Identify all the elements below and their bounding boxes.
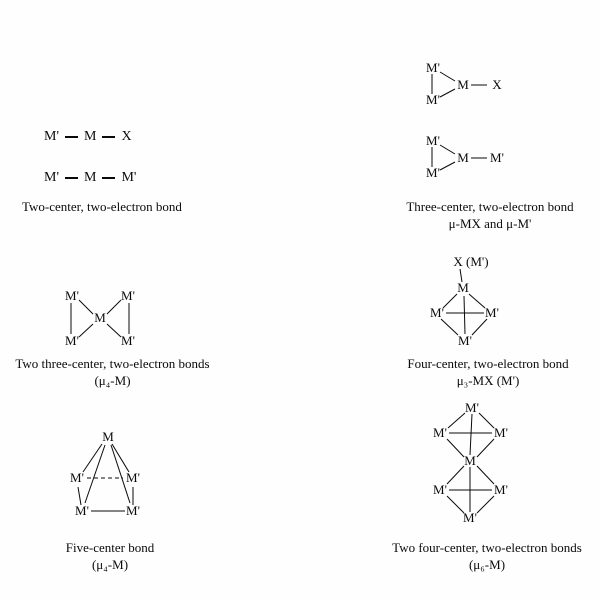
caption-line: μ₃-MX (M') bbox=[456, 373, 520, 388]
bond-line bbox=[102, 177, 116, 179]
two-three-center-caption: Two three-center, two-electron bonds (μ₄… bbox=[0, 355, 225, 389]
two-center-caption: Two-center, two-electron bond bbox=[22, 199, 182, 214]
atom-label: M bbox=[83, 129, 97, 144]
caption-line: Four-center, two-electron bond bbox=[407, 356, 569, 371]
two-four-center-caption: Two four-center, two-electron bonds (μ₆-… bbox=[369, 539, 600, 573]
bond-lines bbox=[77, 443, 134, 512]
atom-label: M' bbox=[70, 470, 84, 485]
atom-label: M' bbox=[463, 510, 477, 525]
atom-label: M' bbox=[426, 92, 440, 107]
caption-line: (μ₆-M) bbox=[468, 557, 506, 572]
structure-linear-mm: M' M M' bbox=[44, 168, 136, 188]
two-three-center-diagram: M' M' M M' M' bbox=[65, 288, 135, 348]
atom-label: M' bbox=[65, 333, 79, 348]
caption-line: Three-center, two-electron bond bbox=[406, 199, 574, 214]
caption-line: (μ₄-M) bbox=[91, 557, 129, 572]
atom-label: M' bbox=[121, 170, 137, 185]
atom-label: M' bbox=[433, 482, 447, 497]
atom-label: M' bbox=[126, 470, 140, 485]
atom-label: M' bbox=[426, 165, 440, 180]
atom-label: M' bbox=[44, 129, 59, 144]
atom-label: M' bbox=[490, 150, 504, 165]
bond-line bbox=[102, 136, 116, 138]
five-center-diagram: M M' M' M' M' bbox=[70, 429, 140, 518]
bond-lines bbox=[70, 299, 130, 338]
caption-line: μ-MX and μ-M' bbox=[448, 216, 532, 231]
atom-label: M bbox=[457, 77, 469, 92]
atom-label: M' bbox=[458, 333, 472, 348]
four-center-diagram: X (M') M M' M' M' bbox=[430, 254, 499, 348]
three-center-mm-diagram: M' M' M M' bbox=[426, 133, 504, 180]
atom-label: M bbox=[83, 170, 97, 185]
atom-label: M' bbox=[494, 425, 508, 440]
two-center-structures: M' M X M' M M' bbox=[44, 127, 136, 188]
five-center-caption: Five-center bond (μ₄-M) bbox=[30, 539, 190, 573]
atom-label: M bbox=[94, 310, 106, 325]
bond-lines bbox=[431, 71, 487, 98]
structure-linear-mx: M' M X bbox=[44, 127, 136, 147]
atom-label: M' bbox=[433, 425, 447, 440]
caption-line: Two four-center, two-electron bonds bbox=[392, 540, 582, 555]
caption-line: Five-center bond bbox=[65, 540, 155, 555]
atom-label: M bbox=[457, 150, 469, 165]
atom-label: M bbox=[464, 453, 476, 468]
three-center-caption: Three-center, two-electron bond μ-MX and… bbox=[380, 198, 600, 232]
atom-label: M' bbox=[426, 133, 440, 148]
four-center-caption: Four-center, two-electron bond μ₃-MX (M'… bbox=[377, 355, 599, 389]
atom-label: M' bbox=[426, 60, 440, 75]
atom-label: M' bbox=[44, 170, 59, 185]
caption-line: Two three-center, two-electron bonds bbox=[15, 356, 210, 371]
atom-label: X bbox=[121, 129, 132, 144]
atom-label: M' bbox=[494, 482, 508, 497]
atom-label: M bbox=[457, 280, 469, 295]
atom-label: M' bbox=[121, 288, 135, 303]
bond-lines bbox=[440, 268, 488, 336]
atom-label: M' bbox=[75, 503, 89, 518]
atom-label: M' bbox=[430, 305, 444, 320]
bond-line bbox=[64, 136, 78, 138]
caption-line: (μ₄-M) bbox=[94, 373, 131, 388]
atom-label: M' bbox=[65, 288, 79, 303]
atom-label: M' bbox=[485, 305, 499, 320]
atom-label: M bbox=[102, 429, 114, 444]
atom-label: X (M') bbox=[453, 254, 488, 269]
atom-label: M' bbox=[121, 333, 135, 348]
atom-label: M' bbox=[465, 400, 479, 415]
bond-line bbox=[64, 177, 78, 179]
bond-lines bbox=[431, 144, 487, 171]
bond-lines bbox=[446, 412, 495, 514]
three-center-mx-diagram: M' M' M X bbox=[426, 60, 502, 107]
atom-label: X bbox=[492, 77, 502, 92]
atom-label: M' bbox=[126, 503, 140, 518]
two-four-center-diagram: M' M' M' M M' M' M' bbox=[433, 400, 508, 525]
